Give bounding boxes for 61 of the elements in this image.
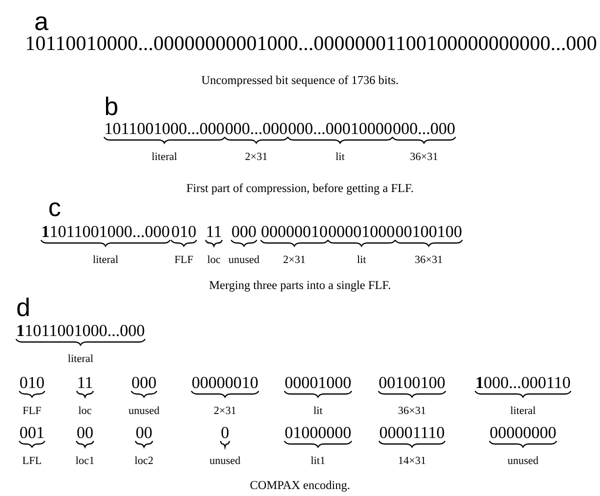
bit-sequence: 00100100: [379, 376, 445, 388]
bit-sequence: 01000000: [285, 426, 351, 438]
bit-sequence: 000: [232, 226, 256, 238]
bit-sequence: 00: [77, 426, 93, 438]
panel-letter: d: [17, 298, 29, 316]
bit-sequence: 000...00010000: [288, 122, 392, 134]
panel-letter: a: [35, 16, 48, 30]
brace-label: 36×31: [398, 406, 426, 414]
brace-label: unused: [508, 456, 538, 464]
bit-sequence: 10110010000...00000000001000...00000001100100000000000...000: [26, 36, 596, 50]
caption: Uncompressed bit sequence of 1736 bits.: [202, 76, 398, 87]
brace-label: loc: [78, 406, 92, 414]
brace-label: unused: [228, 255, 260, 264]
brace-label: literal: [93, 255, 118, 264]
brace-label: 2×31: [214, 406, 236, 414]
bit-sequence: 00001000: [285, 376, 351, 388]
caption: First part of compression, before getting a FLF.: [186, 184, 413, 195]
brace-label: FLF: [22, 406, 42, 414]
brace-label: lit: [357, 255, 366, 264]
bit-sequence: 00000010: [192, 376, 258, 388]
brace-label: lit: [314, 406, 322, 414]
brace-label: 2×31: [284, 256, 305, 264]
brace-label: FLF: [174, 256, 193, 263]
bit-sequence: 001: [20, 426, 44, 438]
bit-sequence: 000: [132, 376, 156, 388]
panel-letter: c: [49, 202, 60, 216]
brace-label: literal: [510, 406, 536, 414]
brace-label: 14×31: [398, 456, 426, 464]
brace-label: loc1: [76, 456, 94, 464]
bit-sequence: 1011001000...000: [106, 122, 224, 134]
brace-label: loc: [207, 255, 220, 264]
panel-letter: b: [106, 96, 118, 116]
bit-sequence: 00000010: [262, 226, 328, 238]
brace-label: literal: [152, 152, 177, 160]
caption: Merging three parts into a single FLF.: [209, 280, 390, 292]
brace-label: unused: [210, 456, 240, 464]
brace-label: literal: [68, 354, 94, 362]
brace-label: loc2: [134, 456, 153, 464]
bit-sequence: 00000000: [490, 426, 556, 438]
brace-label: 2×31: [245, 152, 267, 160]
bit-sequence: 0: [221, 426, 229, 438]
brace-label: lit1: [310, 456, 325, 464]
bit-sequence: 000...000: [226, 122, 287, 134]
brace-label: 36×31: [410, 152, 438, 160]
bit-sequence: 000...000: [393, 122, 455, 134]
bit-sequence: 1000...000110: [476, 376, 570, 388]
bit-sequence: 11011001000...000: [18, 324, 144, 336]
bit-sequence: 11011001000...000: [42, 226, 170, 238]
brace-label: LFL: [22, 456, 42, 464]
bit-sequence: 11: [78, 377, 92, 388]
bit-sequence: 010: [172, 226, 196, 238]
brace-label: lit: [336, 152, 345, 160]
caption: COMPAX encoding.: [250, 480, 350, 492]
bit-sequence: 11: [207, 226, 221, 237]
brace-label: unused: [128, 406, 160, 414]
bit-sequence: 00001000: [328, 226, 394, 238]
brace-label: 36×31: [415, 256, 442, 264]
bit-sequence: 00100100: [396, 226, 462, 238]
bit-sequence: 00: [136, 426, 152, 438]
bit-sequence: 00001110: [380, 426, 444, 438]
bit-sequence: 010: [20, 376, 44, 388]
